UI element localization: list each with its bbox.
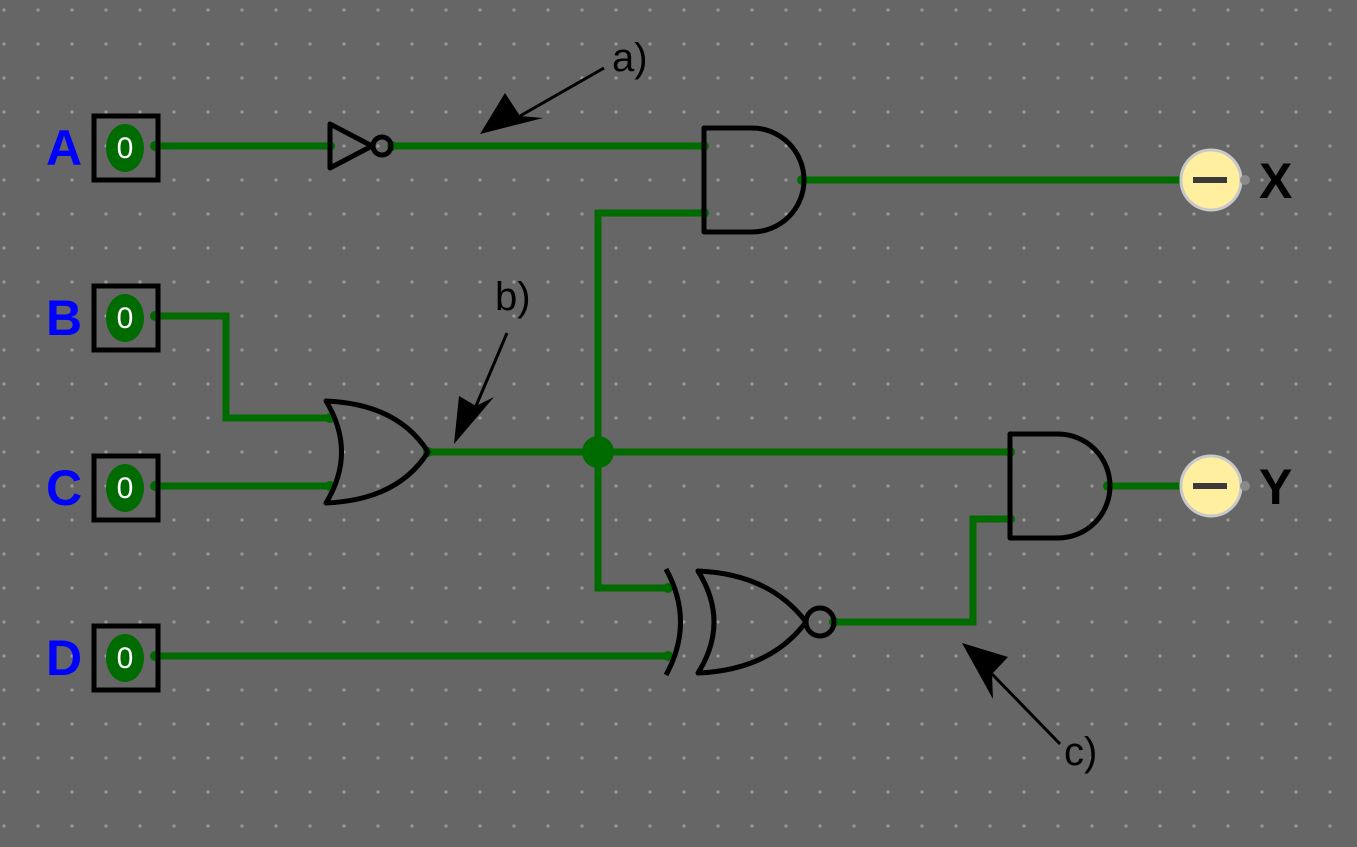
led-minus-y-icon <box>1193 483 1227 489</box>
led-minus-x-icon <box>1193 177 1227 183</box>
wire-junction-to-xnor[interactable] <box>594 452 668 592</box>
input-value-bg-b <box>106 294 144 342</box>
callout-b-label: b) <box>495 275 531 319</box>
input-pin-c[interactable]: C 0 <box>46 453 161 523</box>
callout-b: b) <box>454 275 531 444</box>
output-connector-y <box>1240 481 1250 491</box>
input-pin-b[interactable]: B 0 <box>46 283 161 353</box>
wires <box>155 142 1180 660</box>
input-box-d[interactable] <box>91 623 161 693</box>
callout-b-arrowhead-icon <box>454 396 494 444</box>
callout-c: c) <box>962 643 1097 774</box>
input-label-c: C <box>46 460 82 516</box>
callout-a: a) <box>480 36 648 134</box>
wire-xnor-to-and-y[interactable] <box>834 515 1010 626</box>
input-pin-a[interactable]: A 0 <box>46 113 161 183</box>
callout-a-label: a) <box>612 36 648 80</box>
wire-junction <box>582 436 614 468</box>
input-value-b: 0 <box>117 302 134 335</box>
not-gate[interactable] <box>327 121 394 171</box>
callout-a-arrowhead-icon <box>480 93 543 134</box>
and-gate-y[interactable] <box>1007 431 1113 541</box>
input-value-c: 0 <box>117 472 134 505</box>
output-label-x: X <box>1259 153 1292 209</box>
input-value-bg-a <box>106 124 144 172</box>
input-value-a: 0 <box>117 132 134 165</box>
input-value-bg-d <box>106 634 144 682</box>
callout-a-arrow-icon <box>519 66 605 118</box>
output-pin-y[interactable]: Y <box>1179 454 1292 518</box>
input-box-c[interactable] <box>91 453 161 523</box>
input-label-d: D <box>46 630 82 686</box>
xnor-gate[interactable] <box>663 567 837 677</box>
input-box-b[interactable] <box>91 283 161 353</box>
wire-b-to-or[interactable] <box>155 312 330 422</box>
callout-b-arrow-icon <box>474 332 509 407</box>
or-gate[interactable] <box>323 398 431 506</box>
callout-c-label: c) <box>1064 730 1097 774</box>
output-pin-x[interactable]: X <box>1179 148 1292 212</box>
input-pin-d[interactable]: D 0 <box>46 623 161 693</box>
input-label-b: B <box>46 290 82 346</box>
input-label-a: A <box>46 120 82 176</box>
output-connector-x <box>1240 175 1250 185</box>
and-gate-x[interactable] <box>701 125 807 235</box>
output-label-y: Y <box>1259 459 1292 515</box>
input-value-d: 0 <box>117 642 134 675</box>
input-box-a[interactable] <box>91 113 161 183</box>
callout-c-arrowhead-icon <box>962 643 1008 699</box>
input-value-bg-c <box>106 464 144 512</box>
wire-junction-to-and-x[interactable] <box>594 209 704 452</box>
callout-c-arrow-icon <box>990 672 1062 746</box>
